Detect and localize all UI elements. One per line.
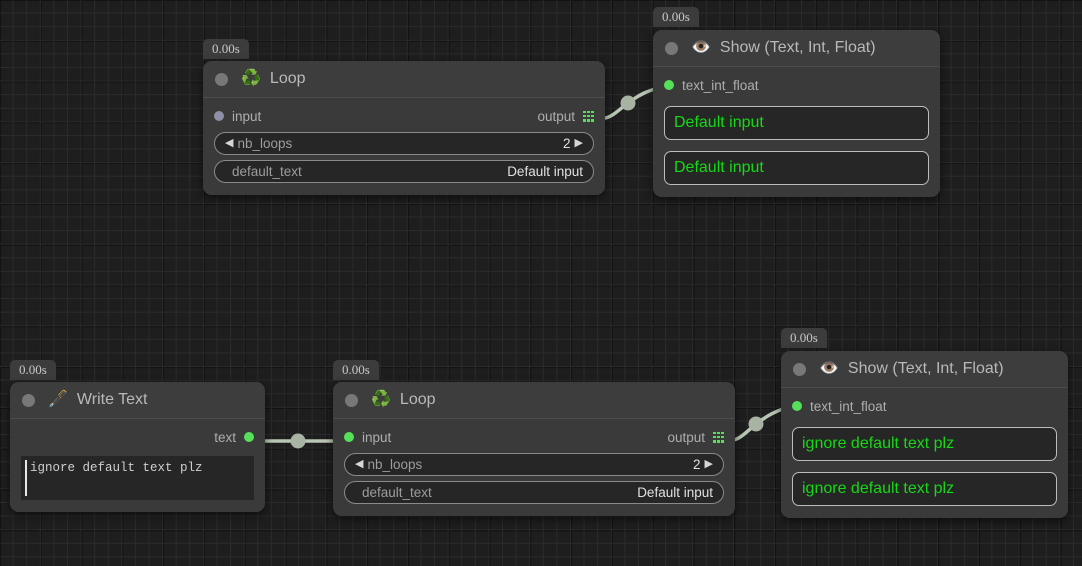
time-badge-loop-1: 0.00s xyxy=(203,39,249,59)
write-text-value: ignore default text plz xyxy=(30,461,203,475)
node-header-loop-1[interactable]: ♻️ Loop xyxy=(203,61,605,98)
port-row-show-1: text_int_float xyxy=(664,75,929,95)
input-port-label: input xyxy=(362,429,392,445)
node-write-text[interactable]: 🖋️ Write Text text ignore default text p… xyxy=(10,382,265,512)
node-title-loop-2: Loop xyxy=(399,391,436,408)
param-value-default-text[interactable]: Default input xyxy=(507,164,583,179)
port-row-show-2: text_int_float xyxy=(792,396,1057,416)
node-show-2[interactable]: 👁️ Show (Text, Int, Float) text_int_floa… xyxy=(781,351,1068,518)
node-body-loop-1: input output ◀ nb_loops 2 ▶ default_text… xyxy=(203,98,605,195)
input-port-dot[interactable] xyxy=(664,80,674,90)
node-header-show-2[interactable]: 👁️ Show (Text, Int, Float) xyxy=(781,351,1068,388)
output-port-dot[interactable] xyxy=(244,432,254,442)
display-value: ignore default text plz xyxy=(802,480,955,497)
list-grid-icon[interactable] xyxy=(713,431,724,443)
time-badge-loop-2: 0.00s xyxy=(333,360,379,380)
status-dot-icon[interactable] xyxy=(345,393,358,407)
display-box-1: Default input xyxy=(664,106,929,140)
node-loop-1[interactable]: ♻️ Loop input output ◀ nb_loops 2 ▶ defa… xyxy=(203,61,605,195)
wire-loop2-to-show2 xyxy=(726,406,788,443)
time-badge-show-2: 0.00s xyxy=(781,328,827,348)
input-port-dot[interactable] xyxy=(344,432,354,442)
text-caret xyxy=(25,460,27,496)
node-header-write-text[interactable]: 🖋️ Write Text xyxy=(10,382,265,419)
input-port-dot[interactable] xyxy=(214,111,224,121)
node-body-show-2: text_int_float ignore default text plz i… xyxy=(781,388,1068,518)
port-row-loop-2: input output xyxy=(344,427,724,447)
status-dot-icon[interactable] xyxy=(215,72,228,86)
input-port-label: text_int_float xyxy=(682,77,759,93)
node-body-write-text: text ignore default text plz xyxy=(10,419,265,512)
recycle-icon: ♻️ xyxy=(241,70,261,87)
status-dot-icon[interactable] xyxy=(665,41,678,55)
stepper-decrement-icon[interactable]: ◀ xyxy=(225,137,234,149)
node-title-show-1: Show (Text, Int, Float) xyxy=(719,39,876,56)
node-title-write-text: Write Text xyxy=(76,391,148,408)
param-value-default-text[interactable]: Default input xyxy=(637,485,713,500)
output-port-label: output xyxy=(667,429,705,445)
recycle-icon: ♻️ xyxy=(371,391,391,408)
wire-reroute-dot-3[interactable] xyxy=(748,416,764,432)
wire-reroute-dot-1[interactable] xyxy=(620,95,636,111)
node-body-loop-2: input output ◀ nb_loops 2 ▶ default_text… xyxy=(333,419,735,516)
param-default-text-field[interactable]: default_text Default input xyxy=(344,481,724,504)
status-dot-icon[interactable] xyxy=(793,362,806,376)
port-row-write-text: text xyxy=(21,427,254,447)
stepper-increment-icon[interactable]: ▶ xyxy=(704,458,713,470)
eye-icon: 👁️ xyxy=(819,360,839,377)
fountain-pen-icon: 🖋️ xyxy=(48,391,68,408)
eye-icon: 👁️ xyxy=(691,39,711,56)
param-label-default-text: default_text xyxy=(362,485,432,500)
param-default-text-field[interactable]: default_text Default input xyxy=(214,160,594,183)
node-loop-2[interactable]: ♻️ Loop input output ◀ nb_loops 2 ▶ defa… xyxy=(333,382,735,516)
node-title-loop-1: Loop xyxy=(269,70,306,87)
display-value: Default input xyxy=(674,114,764,131)
param-label-default-text: default_text xyxy=(232,164,302,179)
input-port-dot[interactable] xyxy=(792,401,802,411)
stepper-increment-icon[interactable]: ▶ xyxy=(574,137,583,149)
node-header-loop-2[interactable]: ♻️ Loop xyxy=(333,382,735,419)
node-title-show-2: Show (Text, Int, Float) xyxy=(847,360,1004,377)
display-box-2: ignore default text plz xyxy=(792,472,1057,506)
param-label-nb-loops: nb_loops xyxy=(237,136,293,151)
port-row-loop-1: input output xyxy=(214,106,594,126)
node-show-1[interactable]: 👁️ Show (Text, Int, Float) text_int_floa… xyxy=(653,30,940,197)
param-value-nb-loops[interactable]: 2 xyxy=(693,457,701,472)
node-body-show-1: text_int_float Default input Default inp… xyxy=(653,67,940,197)
display-box-1: ignore default text plz xyxy=(792,427,1057,461)
write-text-textarea[interactable]: ignore default text plz xyxy=(21,456,254,500)
display-box-2: Default input xyxy=(664,151,929,185)
input-port-label: input xyxy=(232,108,262,124)
time-badge-show-1: 0.00s xyxy=(653,7,699,27)
wire-loop1-to-show1 xyxy=(598,86,660,121)
list-grid-icon[interactable] xyxy=(583,110,594,122)
param-nb-loops-stepper[interactable]: ◀ nb_loops 2 ▶ xyxy=(344,453,724,476)
param-value-nb-loops[interactable]: 2 xyxy=(563,136,571,151)
param-nb-loops-stepper[interactable]: ◀ nb_loops 2 ▶ xyxy=(214,132,594,155)
node-header-show-1[interactable]: 👁️ Show (Text, Int, Float) xyxy=(653,30,940,67)
param-label-nb-loops: nb_loops xyxy=(367,457,423,472)
output-port-label: output xyxy=(537,108,575,124)
status-dot-icon[interactable] xyxy=(22,393,35,407)
display-value: ignore default text plz xyxy=(802,435,955,452)
time-badge-write-text: 0.00s xyxy=(10,360,56,380)
stepper-decrement-icon[interactable]: ◀ xyxy=(355,458,364,470)
wire-reroute-dot-2[interactable] xyxy=(290,433,306,449)
input-port-label: text_int_float xyxy=(810,398,887,414)
output-port-label: text xyxy=(214,429,236,445)
display-value: Default input xyxy=(674,159,764,176)
